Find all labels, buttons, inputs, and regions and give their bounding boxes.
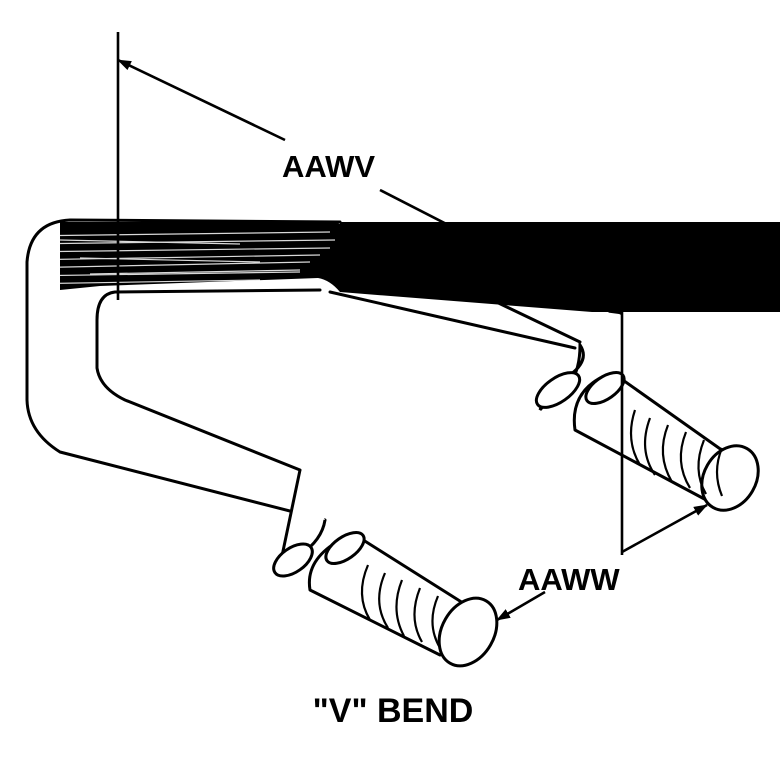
aawv-arrow-right <box>379 188 623 316</box>
aaww-arrow-right <box>621 503 708 554</box>
rod-top-shading <box>17 222 780 312</box>
upper-rod-break <box>534 340 585 411</box>
u-bolt-outline <box>25 218 582 522</box>
aawv-arrow-left <box>117 58 286 142</box>
upper-thread-lines <box>629 409 724 497</box>
upper-threaded-end <box>572 370 760 512</box>
lower-threaded-end <box>307 530 499 668</box>
aaww-arrow-left <box>496 590 546 622</box>
diagram-title: "V" BEND <box>313 692 474 730</box>
dimension-aaww <box>496 503 708 622</box>
lower-thread-lines <box>360 564 441 649</box>
dimension-aawv <box>116 32 624 555</box>
aaww-label: AAWW <box>518 562 620 597</box>
lower-rod-break <box>272 469 327 578</box>
aawv-label: AAWV <box>282 149 375 184</box>
